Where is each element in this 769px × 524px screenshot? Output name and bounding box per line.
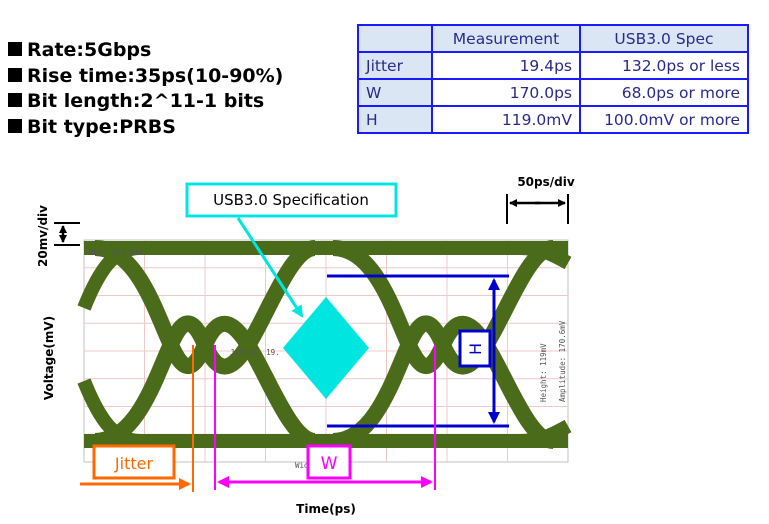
bullet-square-icon [8,93,22,107]
eye-traces [77,240,572,449]
bullet-square-icon [8,118,22,133]
edge-partial-right-top [519,241,572,270]
table-header-cell: USB3.0 Spec [579,24,749,53]
amplitude-readout: Amplitude: 170.6mV [558,320,567,402]
measurement-cell: 170.0ps [431,78,581,107]
mask-label: USB3.0 Specification [213,191,369,209]
edge-partial-left-top [77,241,141,311]
spec-cell: 132.0ps or less [579,51,749,80]
crossing-right-rising-edge [332,240,555,449]
jitter-label-box [92,444,176,480]
table-header-cell [357,24,433,53]
edge-partial-right-bottom [519,419,572,448]
measurement-cell: 119.0mV [431,105,581,134]
mask-label-box [185,182,398,218]
bullet-square-icon [8,67,22,82]
jitter-readout: Jitter: 19. [230,348,280,357]
y-axis-label: Voltage(mV) [42,316,56,400]
one-level-readout: One: 182.6mV [89,248,144,257]
condition-bit-type: Bit type:PRBS [8,115,283,141]
mask-pointer-arrow [236,217,304,318]
table-header-row: Measurement USB3.0 Spec [357,24,749,53]
test-conditions: Rate:5Gbps Rise time:35ps(10-90%) Bit le… [8,38,283,140]
measurement-cell: 19.4ps [431,51,581,80]
h-label-box [458,329,492,368]
row-label: Jitter [357,51,433,80]
condition-rate: Rate:5Gbps [8,38,283,64]
edge-partial-left-bottom [77,378,141,448]
x-axis-label: Time(ps) [296,502,356,516]
height-readout: Height: 119mV [539,343,548,402]
x-scale-label: 50ps/div [517,175,575,189]
h-label: H [466,343,485,355]
table-header-cell: Measurement [431,24,581,53]
condition-rise-time: Rise time:35ps(10-90%) [8,64,283,90]
spec-table: Measurement USB3.0 Spec Jitter 19.4ps 13… [357,24,749,134]
row-label: W [357,78,433,107]
table-row: W 170.0ps 68.0ps or more [357,78,749,107]
width-readout: Wid [295,461,309,470]
bullet-square-icon [8,42,22,56]
row-label: H [357,105,433,134]
table-row: H 119.0mV 100.0mV or more [357,105,749,134]
jitter-label: Jitter [114,454,154,473]
w-label-box [306,444,352,480]
spec-cell: 68.0ps or more [579,78,749,107]
crossing-left-rising-edge [94,240,317,449]
condition-bit-length: Bit length:2^11-1 bits [8,89,283,115]
table-row: Jitter 19.4ps 132.0ps or less [357,51,749,80]
w-label: W [321,454,338,474]
usb3-mask [283,297,369,399]
spec-cell: 100.0mV or more [579,105,749,134]
y-scale-label: 20mv/div [36,205,50,267]
